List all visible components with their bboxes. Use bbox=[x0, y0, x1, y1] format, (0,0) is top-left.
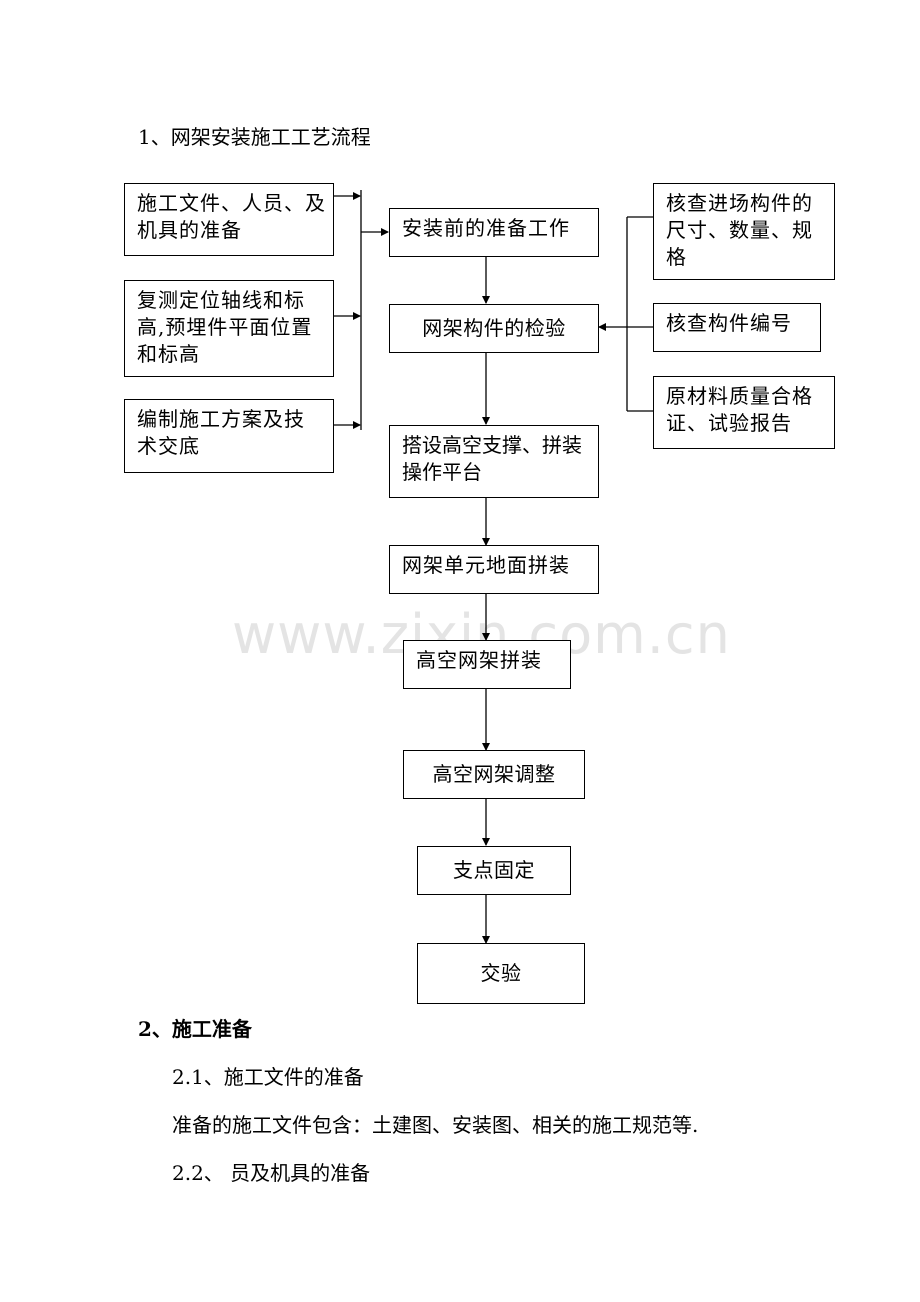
step-preparation-work: 安装前的准备工作 bbox=[389, 208, 599, 257]
box-line: 施工文件、人员、及 bbox=[137, 191, 326, 215]
left-input-construction-plan: 编制施工方案及技 术交底 bbox=[124, 399, 334, 473]
box-line: 和标高 bbox=[137, 342, 200, 366]
left-input-documents-personnel: 施工文件、人员、及 机具的准备 bbox=[124, 183, 334, 256]
box-line: 操作平台 bbox=[402, 460, 482, 484]
box-line: 高空网架拼装 bbox=[416, 648, 542, 672]
box-line: 支点固定 bbox=[453, 858, 535, 882]
box-line: 交验 bbox=[480, 961, 522, 985]
box-line: 编制施工方案及技 bbox=[137, 407, 305, 431]
section-2-title: 2、施工准备 bbox=[138, 1017, 252, 1041]
box-line: 核查构件编号 bbox=[666, 311, 792, 335]
right-input-material-certificates: 原材料质量合格 证、试验报告 bbox=[653, 376, 835, 449]
right-input-check-numbering: 核查构件编号 bbox=[653, 303, 821, 352]
step-aerial-adjustment: 高空网架调整 bbox=[403, 750, 585, 799]
box-line: 网架构件的检验 bbox=[422, 316, 566, 340]
box-line: 安装前的准备工作 bbox=[402, 216, 570, 240]
box-line: 原材料质量合格 bbox=[666, 384, 813, 408]
step-component-inspection: 网架构件的检验 bbox=[389, 304, 599, 353]
box-line: 高,预埋件平面位置 bbox=[137, 315, 313, 339]
section-2-1-body: 准备的施工文件包含：土建图、安装图、相关的施工规范等. bbox=[172, 1113, 699, 1137]
box-line: 证、试验报告 bbox=[666, 411, 792, 435]
box-line: 复测定位轴线和标 bbox=[137, 288, 305, 312]
left-input-survey-axes: 复测定位轴线和标 高,预埋件平面位置 和标高 bbox=[124, 280, 334, 377]
section-1-title: 1、网架安装施工工艺流程 bbox=[138, 125, 371, 149]
step-aerial-assembly: 高空网架拼装 bbox=[403, 640, 571, 689]
right-input-check-dimensions: 核查进场构件的 尺寸、数量、规 格 bbox=[653, 183, 835, 280]
box-line: 格 bbox=[666, 245, 687, 269]
box-line: 尺寸、数量、规 bbox=[666, 218, 813, 242]
box-line: 高空网架调整 bbox=[432, 762, 556, 786]
box-line: 搭设高空支撑、拼装 bbox=[402, 433, 582, 457]
step-support-platform: 搭设高空支撑、拼装 操作平台 bbox=[389, 425, 599, 498]
box-line: 机具的准备 bbox=[137, 218, 242, 242]
step-acceptance: 交验 bbox=[417, 943, 585, 1004]
box-line: 核查进场构件的 bbox=[666, 191, 813, 215]
box-line: 网架单元地面拼装 bbox=[402, 553, 570, 577]
box-line: 术交底 bbox=[137, 434, 200, 458]
step-ground-assembly: 网架单元地面拼装 bbox=[389, 545, 599, 594]
step-support-fixing: 支点固定 bbox=[417, 846, 571, 895]
section-2-2-title: 2.2、 员及机具的准备 bbox=[172, 1161, 371, 1185]
section-2-1-title: 2.1、施工文件的准备 bbox=[172, 1065, 364, 1089]
